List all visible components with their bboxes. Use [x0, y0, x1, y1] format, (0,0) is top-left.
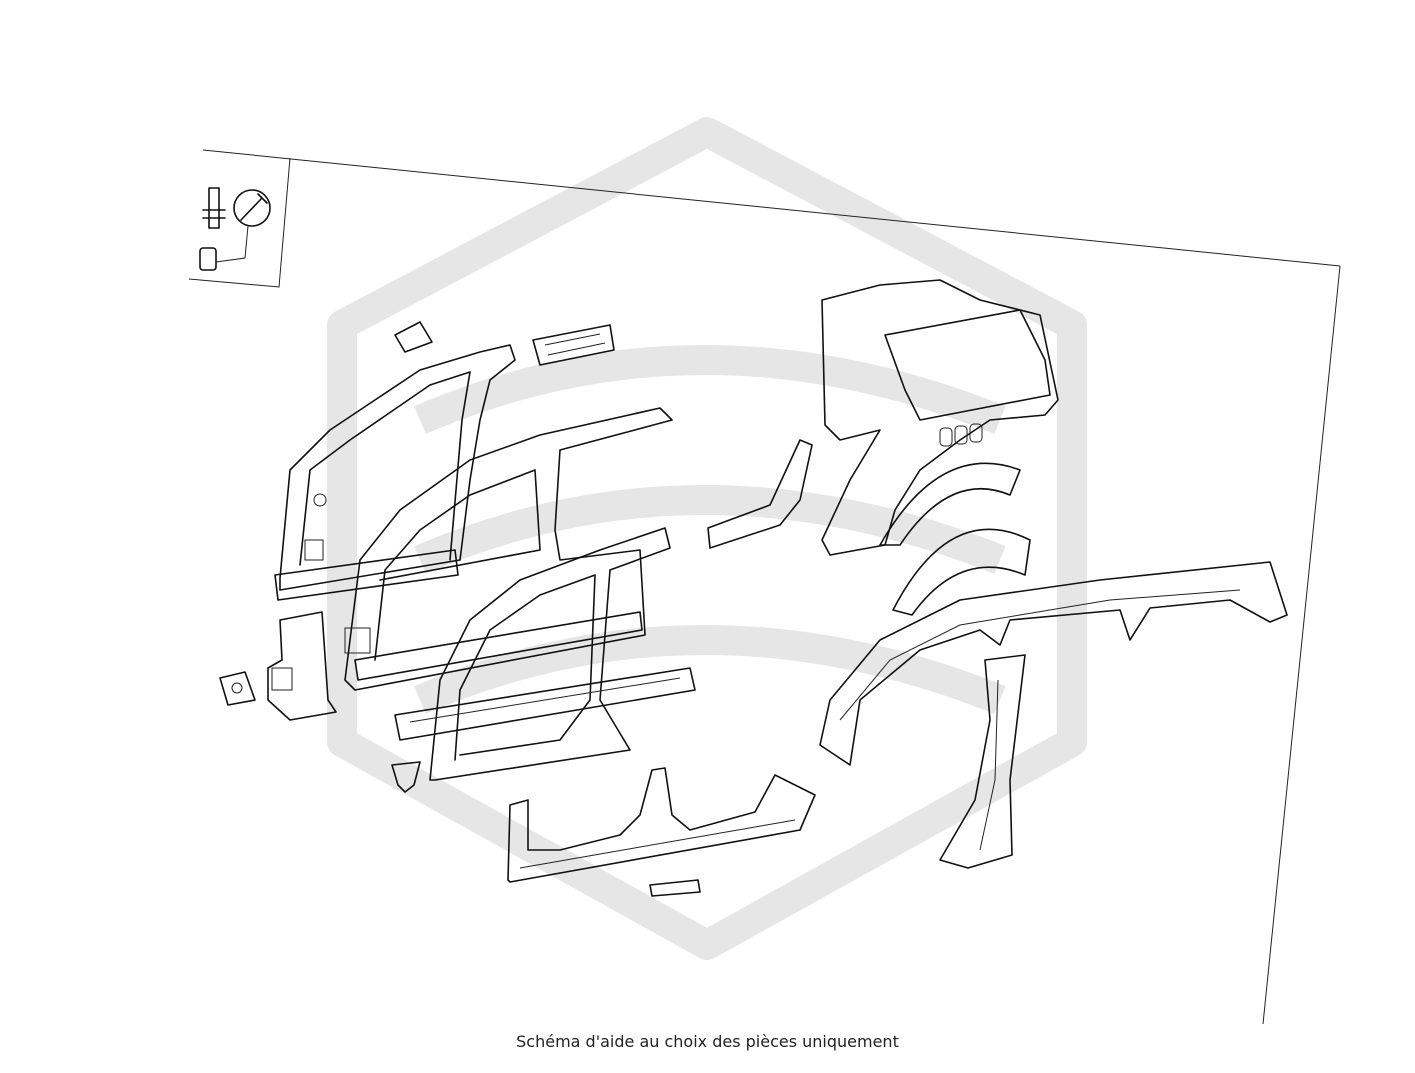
rocker-sill-inner [649, 879, 701, 897]
body-side-inner-middle [344, 407, 673, 691]
body-side-parts-diagram [188, 117, 1341, 1025]
diagram-caption: Schéma d'aide au choix des pièces unique… [516, 1032, 899, 1051]
quarter-panel-inner [821, 279, 1059, 556]
wrench-icon [233, 189, 271, 227]
rear-pillar-reinforcement [707, 439, 813, 549]
gusset-plate [219, 671, 256, 706]
roof-side-rail-outer [819, 561, 1288, 766]
body-side-outer-front [394, 527, 696, 781]
wheelhouse-inner [892, 528, 1031, 616]
wheelhouse-outer [879, 462, 1021, 546]
hexagon-logo-watermark [327, 117, 1087, 960]
fastener-clip [391, 761, 421, 793]
a-pillar-inner-left [274, 344, 516, 601]
sheet-frame [202, 149, 1341, 1025]
b-pillar-lower [267, 611, 337, 721]
roof-rail-reinforcement [532, 324, 615, 366]
nut-icon [199, 225, 249, 271]
bracket-small [394, 321, 433, 353]
bolt-icon [202, 187, 226, 229]
legend-box [188, 157, 291, 288]
c-pillar-outer [939, 654, 1026, 869]
rocker-sill-outer [507, 767, 816, 883]
